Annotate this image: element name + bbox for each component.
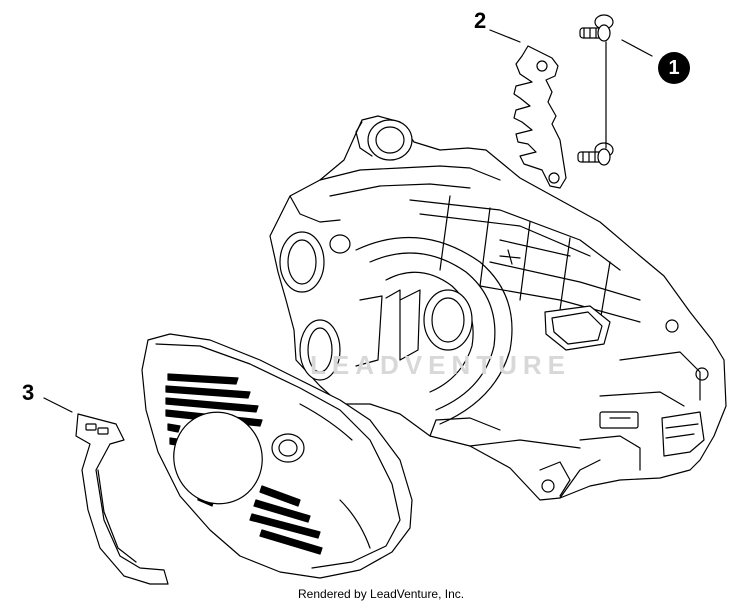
- grille-slots: [165, 373, 323, 555]
- fan-cover-icon: [141, 333, 413, 579]
- callout-3: 3: [22, 380, 35, 405]
- bracket-icon: [43, 397, 169, 585]
- callout-1: 1: [658, 52, 690, 84]
- watermark: LEADVENTURE: [310, 350, 572, 380]
- screw-pair-icon: [577, 14, 653, 166]
- crankcase-housing-icon: [269, 115, 727, 501]
- render-credit: Rendered by LeadVenture, Inc.: [298, 587, 465, 601]
- chain-guide-plate-icon: [489, 29, 567, 189]
- callout-2: 2: [474, 8, 487, 33]
